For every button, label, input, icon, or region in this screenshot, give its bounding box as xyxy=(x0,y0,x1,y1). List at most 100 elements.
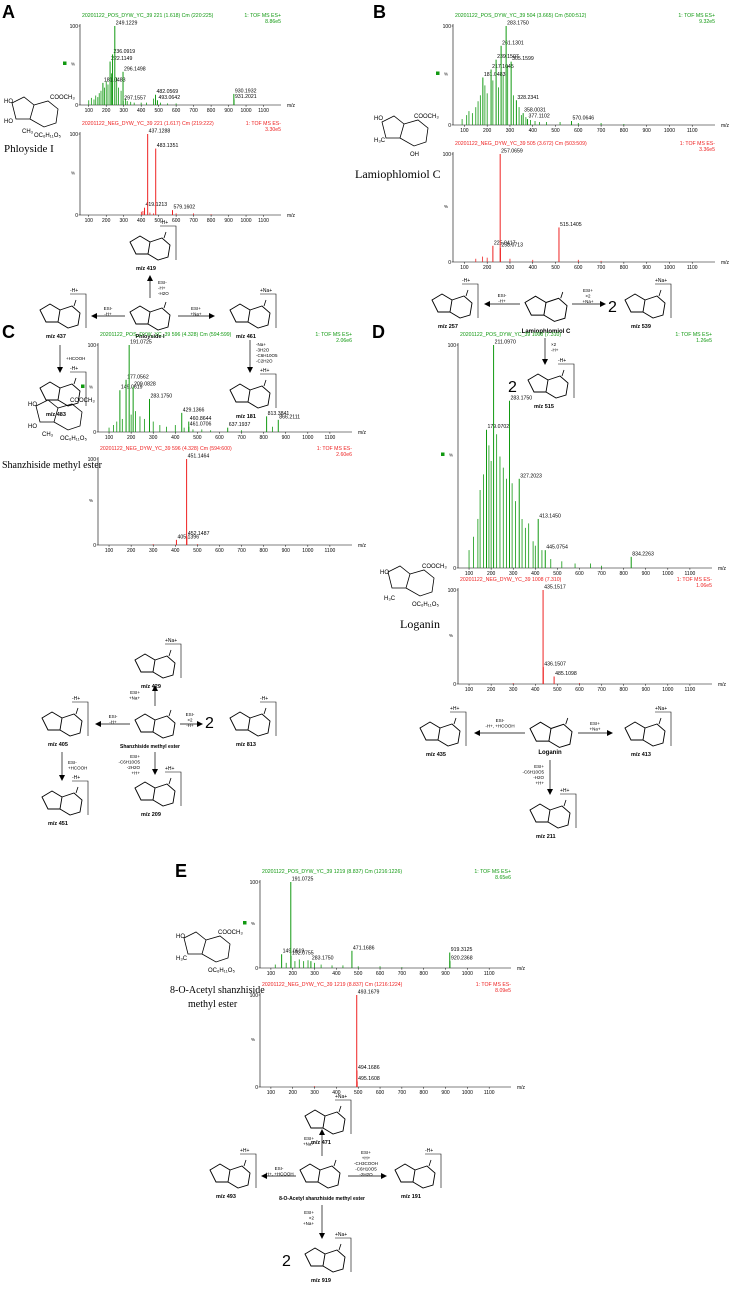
y-tick-label: 0 xyxy=(255,966,258,972)
x-tick-label: 300 xyxy=(120,218,129,224)
peak-label: 485.1098 xyxy=(555,671,577,677)
ion-bracket xyxy=(165,771,182,806)
x-tick-label: 200 xyxy=(483,128,492,134)
x-tick-label: 100 xyxy=(105,435,114,441)
arrow-label: +Na+ xyxy=(582,299,593,304)
x-tick-label: 500 xyxy=(193,435,202,441)
x-tick-label: 200 xyxy=(487,687,496,693)
panel-b: B 20201122_POS_DYW_YC_39 504 (3.665) Cm … xyxy=(355,2,730,410)
spectrum-c-neg: 20201122_NEG_DYW_YC_39 596 (4.328) Cm (5… xyxy=(88,446,367,554)
arrow-label: -H2O xyxy=(533,775,544,780)
panel-label-e: E xyxy=(175,861,187,881)
substituent-label: OC₆H₁₁O₅ xyxy=(412,602,439,608)
x-tick-label: 1100 xyxy=(325,435,336,441)
y-axis-label: % xyxy=(71,62,75,67)
ion-mz-label: m/z 813 xyxy=(236,742,256,748)
ring xyxy=(41,711,63,731)
substituent-label: HO xyxy=(374,116,383,122)
peak-label: 149.0619 xyxy=(283,949,305,955)
spectrum-b-neg: 20201122_NEG_DYW_YC_39 505 (3.672) Cm (5… xyxy=(443,141,730,271)
ion-charge: +H+ xyxy=(165,766,175,772)
substituent-label: HO xyxy=(28,424,37,430)
spectrum-e-pos: 20201122_POS_DYW_YC_39 1219 (8.837) Cm (… xyxy=(243,869,526,977)
bond xyxy=(263,299,267,307)
positive-mode-marker xyxy=(436,71,440,75)
scan-function: 1: TOF MS ES+ xyxy=(244,13,281,19)
peak-label: 179.0702 xyxy=(488,424,510,430)
arrow-label: +Na+ xyxy=(129,696,140,701)
substituent-label: CH₃ xyxy=(42,432,54,438)
x-tick-label: 1000 xyxy=(664,265,675,271)
scan-function: 1: TOF MS ES- xyxy=(317,446,353,452)
peak-label: 191.0725 xyxy=(130,340,152,346)
y-tick-label: 0 xyxy=(75,103,78,109)
ion-mz-label: m/z 191 xyxy=(401,1194,421,1200)
cyclopentane-ring xyxy=(35,399,59,423)
ring xyxy=(147,237,171,261)
arrow-label: -H+ xyxy=(158,286,166,291)
fragment-structure xyxy=(229,299,271,329)
precursor-structure xyxy=(134,709,176,739)
x-tick-label: 500 xyxy=(551,128,560,134)
x-tick-label: 700 xyxy=(398,1090,407,1096)
bond xyxy=(563,799,567,807)
spectrum-header: 20201122_NEG_DYW_YC_39 596 (4.328) Cm (5… xyxy=(100,446,232,452)
y-tick-label: 0 xyxy=(448,260,451,266)
x-tick-label: 400 xyxy=(332,971,341,977)
y-axis-label: % xyxy=(251,1037,255,1042)
fragment-scheme-a: Phloyside I-H+m/z 419-H+m/z 437+Na+m/z 4… xyxy=(39,220,278,420)
x-tick-label: 800 xyxy=(620,128,629,134)
ring xyxy=(304,1247,326,1267)
substituent-label: HO xyxy=(176,934,185,940)
positive-mode-marker xyxy=(243,921,247,925)
y-tick-label: 100 xyxy=(70,24,79,30)
y-tick-label: 0 xyxy=(453,682,456,688)
ring xyxy=(543,297,568,322)
x-tick-label: 1000 xyxy=(664,128,675,134)
peak-label: 283.1750 xyxy=(511,395,533,401)
spectrum-a-neg: 20201122_NEG_DYW_YC_39 221 (1.617) Cm (2… xyxy=(70,121,296,224)
compound-name-c: Shanzhiside methyl ester xyxy=(2,460,103,471)
ion-bracket xyxy=(655,283,672,318)
fragment-structure xyxy=(529,799,571,829)
substituent-label: HO xyxy=(380,570,389,576)
peak-label: 471.1686 xyxy=(353,945,375,951)
substituent-label: OC₆H₁₁O₅ xyxy=(60,436,87,442)
arrow-label: -CH3COOH xyxy=(354,1161,378,1166)
precursor-structure xyxy=(299,1159,341,1189)
fragment-structure xyxy=(624,289,666,319)
x-tick-label: 200 xyxy=(127,435,136,441)
fragment-structure xyxy=(41,707,83,737)
peak-label: 413.1450 xyxy=(539,513,561,519)
x-axis-label: m/z xyxy=(718,682,727,688)
ion-mz-label: m/z 429 xyxy=(141,684,161,690)
fragment-scheme-c: Shanzhiside methyl ester+Na+m/z 429-H+m/… xyxy=(41,638,277,827)
arrow-label: ESI+ xyxy=(583,288,593,293)
y-axis-label: % xyxy=(89,385,93,390)
ion-mz-label: m/z 539 xyxy=(631,324,651,330)
compound-name-a: Phloyside I xyxy=(4,143,54,155)
arrow-label: -2H2O xyxy=(127,765,141,770)
x-tick-label: 100 xyxy=(460,128,469,134)
peak-label: 296.1498 xyxy=(124,66,146,72)
scan-function: 1: TOF MS ES+ xyxy=(675,332,712,338)
ion-mz-label: m/z 451 xyxy=(48,821,68,827)
fragment-structure xyxy=(39,377,81,407)
panel-label-d: D xyxy=(372,322,385,342)
fragment-structure xyxy=(431,289,473,319)
x-tick-label: 900 xyxy=(282,548,291,554)
substituent-label: HO xyxy=(28,402,37,408)
bond xyxy=(453,717,457,725)
intensity-value: 2.60e6 xyxy=(336,452,352,458)
peak-label: 358.0031 xyxy=(524,108,546,114)
y-axis-label: % xyxy=(89,498,93,503)
y-tick-label: 100 xyxy=(250,880,259,886)
x-tick-label: 900 xyxy=(224,218,233,224)
ion-bracket xyxy=(72,780,89,815)
y-tick-label: 100 xyxy=(250,993,259,999)
arrow-label: -C2H2O xyxy=(256,359,273,364)
x-tick-label: 1000 xyxy=(240,108,251,114)
x-tick-label: 500 xyxy=(551,265,560,271)
x-tick-label: 500 xyxy=(354,971,363,977)
x-tick-label: 400 xyxy=(171,435,180,441)
